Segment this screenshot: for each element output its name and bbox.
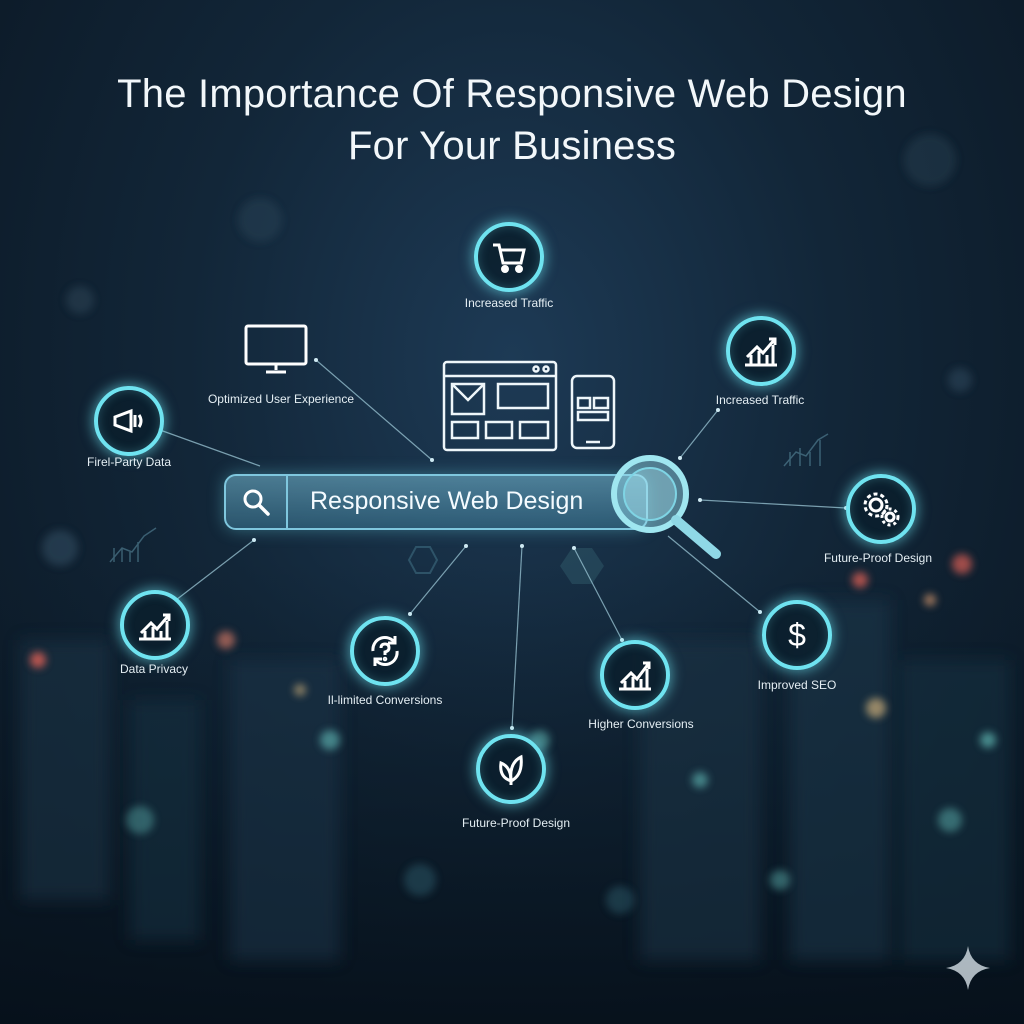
growth-chart-icon — [139, 613, 171, 641]
node-improved-seo[interactable]: $ — [762, 600, 832, 670]
node-data-privacy[interactable] — [120, 590, 190, 660]
title-line-1: The Importance Of Responsive Web Design — [117, 72, 907, 116]
monitor-icon — [244, 324, 308, 374]
label-increased-traffic-right: Increased Traffic — [715, 393, 805, 407]
search-icon — [243, 489, 270, 516]
label-data-privacy: Data Privacy — [119, 662, 189, 676]
growth-chart-icon — [745, 337, 777, 367]
megaphone-icon — [113, 408, 143, 434]
gears-icon — [863, 492, 900, 527]
page-title: The Importance Of Responsive Web Design … — [0, 68, 1024, 172]
node-firel-party-data[interactable] — [94, 386, 164, 456]
refresh-question-icon — [371, 636, 399, 666]
search-text[interactable]: Responsive Web Design — [310, 487, 584, 515]
dollar-icon: $ — [788, 617, 806, 653]
label-higher-conversions: Higher Conversions — [588, 717, 694, 731]
search-button[interactable] — [226, 476, 288, 528]
label-il-limited-conversions: Il-limited Conversions — [327, 693, 443, 707]
smartphone-icon — [570, 374, 616, 450]
search-bar[interactable]: Responsive Web Design — [224, 474, 648, 530]
node-future-proof-design-bottom[interactable] — [476, 734, 546, 804]
growth-chart-icon — [619, 661, 651, 691]
node-il-limited-conversions[interactable] — [350, 616, 420, 686]
node-future-proof-design-right[interactable] — [846, 474, 916, 544]
node-increased-traffic-top[interactable] — [474, 222, 544, 292]
label-optimized-user-experience: Optimized User Experience — [207, 392, 355, 406]
leaf-icon — [499, 754, 523, 785]
label-future-proof-design-bottom: Future-Proof Design — [461, 816, 571, 830]
label-future-proof-design-right: Future-Proof Design — [823, 551, 933, 565]
label-firel-party-data: Firel-Party Data — [86, 455, 172, 469]
browser-window-icon — [442, 360, 558, 452]
title-line-2: For Your Business — [347, 124, 677, 168]
magnifier-icon — [611, 455, 721, 559]
sparkle-icon — [946, 946, 990, 990]
shopping-cart-icon — [493, 243, 526, 273]
label-increased-traffic-top: Increased Traffic — [464, 296, 554, 310]
node-higher-conversions[interactable] — [600, 640, 670, 710]
node-increased-traffic-right[interactable] — [726, 316, 796, 386]
devices-illustration — [442, 360, 616, 452]
svg-text:$: $ — [788, 617, 806, 653]
node-optimized-user-experience[interactable] — [240, 322, 312, 381]
label-improved-seo: Improved SEO — [757, 678, 837, 692]
